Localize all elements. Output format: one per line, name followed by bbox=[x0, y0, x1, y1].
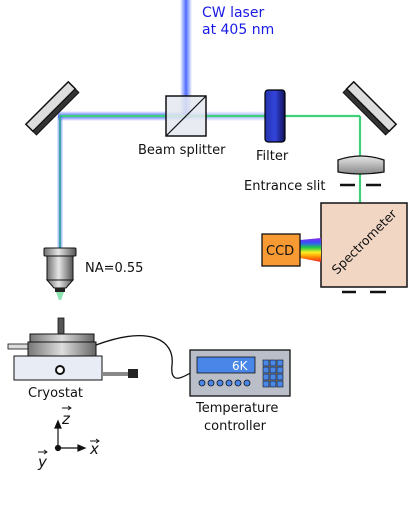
svg-text:z: z bbox=[61, 410, 71, 428]
filter-label: Filter bbox=[256, 149, 289, 164]
laser-beam-incoming bbox=[180, 0, 192, 118]
cryostat-label: Cryostat bbox=[28, 386, 83, 401]
ccd-camera bbox=[261, 233, 301, 267]
right-mirror bbox=[342, 80, 398, 136]
microscope-objective bbox=[43, 247, 77, 292]
temperature-label-line1: Temperature bbox=[195, 401, 278, 416]
temperature-label-line2: controller bbox=[204, 419, 267, 434]
controller-buttons bbox=[198, 379, 251, 387]
filter bbox=[264, 89, 286, 143]
temperature-controller bbox=[189, 349, 291, 397]
focus-cone bbox=[56, 292, 64, 300]
axis-y-label: y bbox=[37, 449, 48, 471]
svg-text:x: x bbox=[89, 440, 99, 458]
beam-splitter-label: Beam splitter bbox=[138, 143, 226, 158]
axis-x-label: x bbox=[89, 438, 100, 458]
dispersed-spectrum bbox=[300, 238, 321, 262]
laser-label-line2: at 405 nm bbox=[202, 22, 274, 38]
entrance-slit-label: Entrance slit bbox=[244, 179, 325, 194]
temperature-display: 6K bbox=[232, 359, 249, 373]
coordinate-axes bbox=[54, 419, 87, 452]
cryostat bbox=[7, 317, 138, 381]
sensor-cable bbox=[95, 335, 193, 379]
left-mirror bbox=[24, 80, 80, 136]
axis-z-label: z bbox=[61, 405, 72, 428]
controller-keypad bbox=[262, 359, 284, 388]
spectrometer bbox=[320, 202, 408, 294]
laser-label-line1: CW laser bbox=[202, 5, 264, 21]
beam-splitter bbox=[165, 95, 207, 137]
na-label: NA=0.55 bbox=[85, 261, 143, 276]
svg-text:y: y bbox=[37, 453, 48, 471]
ccd-label: CCD bbox=[266, 244, 294, 259]
focusing-lens bbox=[337, 155, 385, 175]
